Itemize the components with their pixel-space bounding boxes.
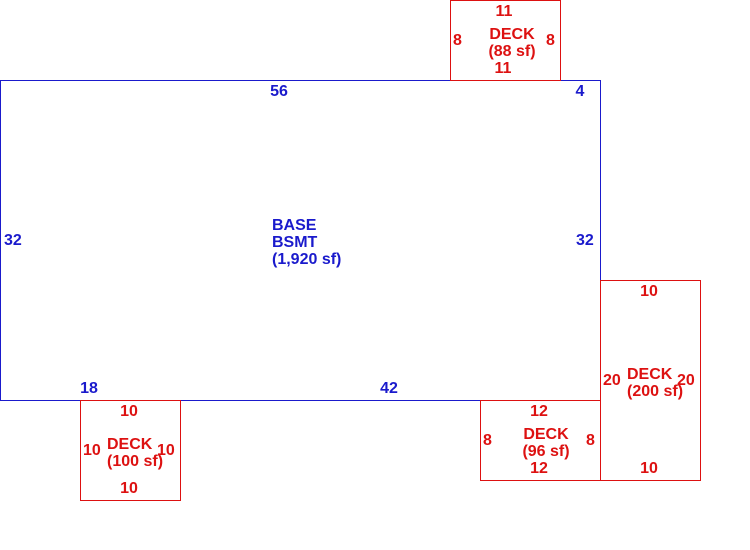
deck-right-area: (200 sf) [627,383,684,400]
deck-bottom-left-dim-right: 10 [157,442,175,459]
base-name: BASE [272,217,317,234]
deck-bottom-left-area: (100 sf) [107,453,164,470]
deck-right-outline [600,280,701,481]
base-bsmt-outline [0,80,601,401]
base-subname: BSMT [272,234,318,251]
deck-bottom-mid-dim-right: 8 [586,432,595,449]
deck-right-name: DECK [627,366,673,383]
deck-bottom-mid-outline [480,400,601,481]
base-area: (1,920 sf) [272,251,342,268]
deck-top-name: DECK [489,26,535,43]
deck-bottom-mid-name: DECK [523,426,569,443]
deck-top-dim-right: 8 [546,32,555,49]
deck-right-label: DECK (200 sf) [627,366,683,400]
deck-bottom-mid-dim-left: 8 [483,432,492,449]
deck-top-dim-top: 11 [495,3,513,20]
deck-bottom-mid-dim-top: 12 [530,403,548,420]
base-room-label: BASE BSMT (1,920 sf) [272,217,341,268]
deck-bottom-left-label: DECK (100 sf) [107,436,163,470]
deck-bottom-left-outline [80,400,181,501]
deck-top-outline [450,0,561,81]
deck-bottom-mid-label: DECK (96 sf) [522,426,569,460]
deck-bottom-left-dim-left: 10 [83,442,101,459]
deck-bottom-left-dim-top: 10 [120,403,138,420]
base-dim-bottom-left: 18 [80,380,98,397]
base-dim-top: 56 [270,83,288,100]
deck-top-dim-bottom: 11 [494,60,512,77]
deck-bottom-mid-area: (96 sf) [522,443,570,460]
base-dim-top-right: 4 [575,83,585,100]
base-dim-bottom: 42 [380,380,398,397]
deck-right-dim-bottom: 10 [640,460,658,477]
deck-top-dim-left: 8 [453,32,462,49]
base-dim-left: 32 [4,232,22,249]
deck-right-dim-left: 20 [603,372,621,389]
deck-bottom-left-dim-bottom: 10 [120,480,138,497]
deck-bottom-left-name: DECK [107,436,153,453]
deck-right-dim-top: 10 [640,283,658,300]
base-dim-right: 32 [576,232,594,249]
deck-right-dim-right: 20 [677,372,695,389]
deck-top-area: (88 sf) [488,43,536,60]
deck-top-label: DECK (88 sf) [488,26,535,60]
deck-bottom-mid-dim-bottom: 12 [530,460,548,477]
